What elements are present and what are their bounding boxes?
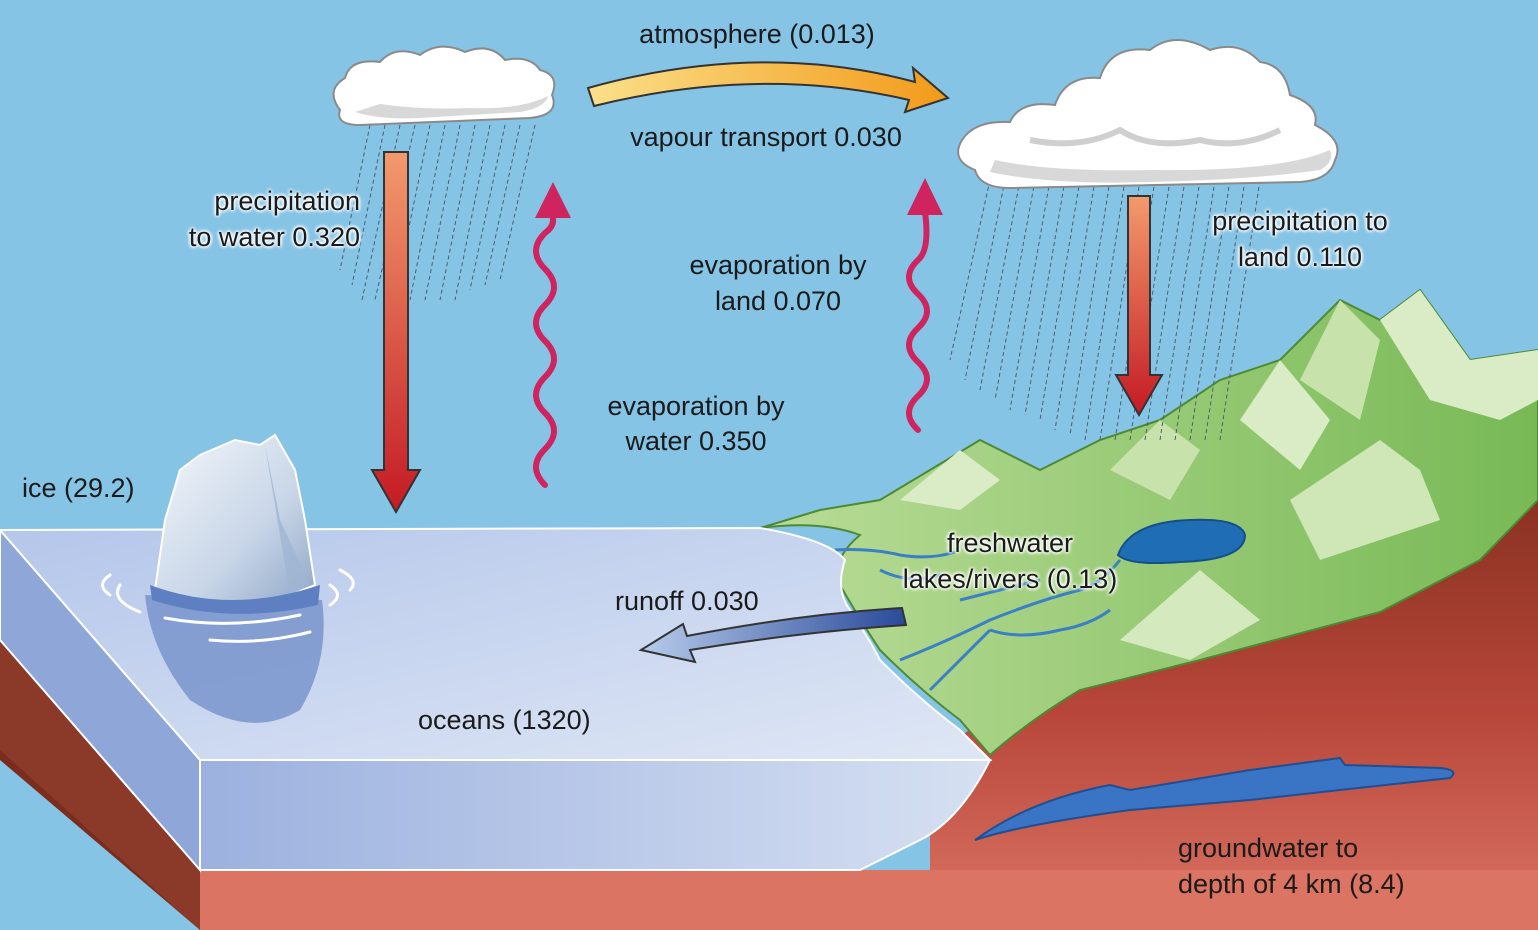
cloud-left [332,45,556,127]
precipitation-water-label-line1: precipitation [214,186,360,216]
evaporation-water-label-line1: evaporation by [607,391,785,421]
iceberg-underwater [145,595,324,723]
freshwater-label-line1: freshwater [946,528,1074,558]
groundwater-label-line1: groundwater to [1178,833,1359,863]
freshwater-label-line2: lakes/rivers (0.13) [902,564,1118,594]
precipitation-water-arrow [370,151,422,515]
rivers [834,548,1122,692]
atmosphere-label: atmosphere (0.013) [639,19,875,49]
ice-label: ice (29.2) [22,473,135,503]
precipitation-land-arrow [1114,195,1164,418]
evaporation-water-label-line2: water 0.350 [625,426,767,456]
oceans-label: oceans (1320) [418,705,591,735]
runoff-arrow [638,606,908,664]
groundwater-reservoir [974,756,1455,841]
runoff-label: runoff 0.030 [615,586,759,616]
precipitation-water-label-line2: to water 0.320 [188,222,360,252]
evaporation-land-label-line2: land 0.070 [714,286,842,316]
evaporation-land-label-line1: evaporation by [689,250,867,280]
precipitation-land-label-line2: land 0.110 [1237,242,1363,272]
evaporation-water-arrow [533,182,571,488]
vapour-transport-label: vapour transport 0.030 [630,122,902,152]
iceberg-ripples [101,568,355,643]
vapour-transport-arrow [586,61,951,114]
ocean-front-face [199,759,992,871]
rain-right [949,179,1261,441]
evaporation-land-arrow [906,178,943,433]
precipitation-land-label-line1: precipitation to [1212,206,1388,236]
freshwater-lake [1116,518,1247,565]
cloud-right [957,39,1339,190]
groundwater-label-line2: depth of 4 km (8.4) [1178,869,1405,899]
